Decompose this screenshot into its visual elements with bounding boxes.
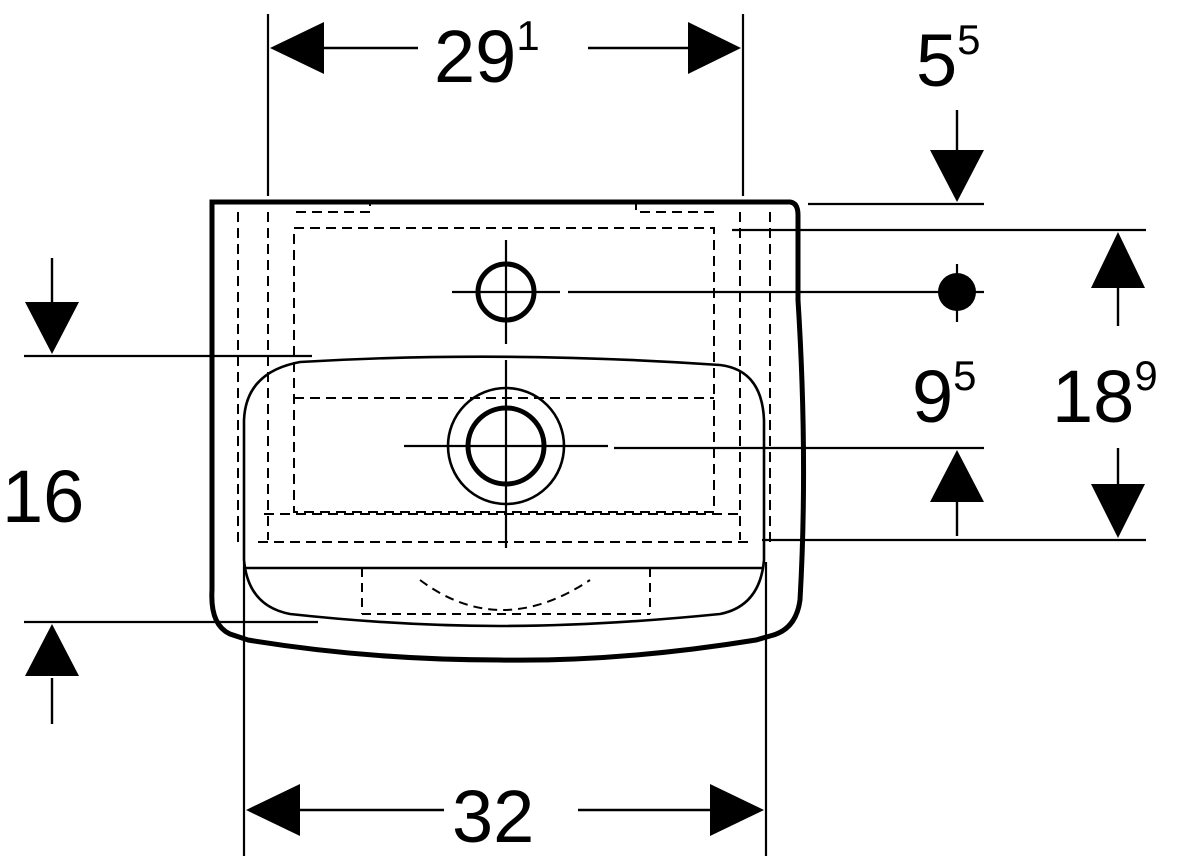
tap-hole-center-lines [452,240,560,344]
arrow-wall-offset [930,150,984,202]
arrow-tap-drain [930,450,984,502]
arrow-top-width-left [270,22,324,74]
arrow-depth-top [1091,232,1145,288]
dimension-lines [50,46,1120,812]
arrow-top-width-right [688,22,741,74]
hidden-lines [237,200,771,543]
dimension-labels: 291 32 55 95 189 16 [2,12,1158,856]
fixing-center-lines [930,264,984,322]
hidden-top-notch-left [296,200,371,213]
arrow-bottom-width-right [710,784,764,836]
label-rim-height: 16 [2,455,84,538]
hidden-outer-rectangle [237,212,771,542]
basin-bowl [242,355,766,628]
basin-front-recess [361,568,651,615]
label-total-depth: 189 [1052,352,1158,438]
arrow-rim-top [25,302,79,354]
label-bottom-width: 32 [452,775,534,856]
label-top-width: 291 [434,12,540,98]
wall-fixing-point [930,264,984,322]
extension-lines [24,14,1146,856]
arrow-depth-bottom [1091,484,1145,538]
arrow-bottom-width-left [246,784,300,836]
arrow-floor [25,624,79,676]
basin-outer-body [209,199,807,663]
hidden-top-notch-right [635,200,714,213]
hidden-mount-box [293,227,715,513]
label-tap-to-drain: 95 [912,352,977,438]
label-wall-offset: 55 [916,16,981,102]
tap-hole [452,240,560,344]
drain-center-lines [404,360,608,548]
drain-hole [404,360,608,548]
dimension-arrows [25,22,1145,836]
basin-outline [209,199,807,663]
